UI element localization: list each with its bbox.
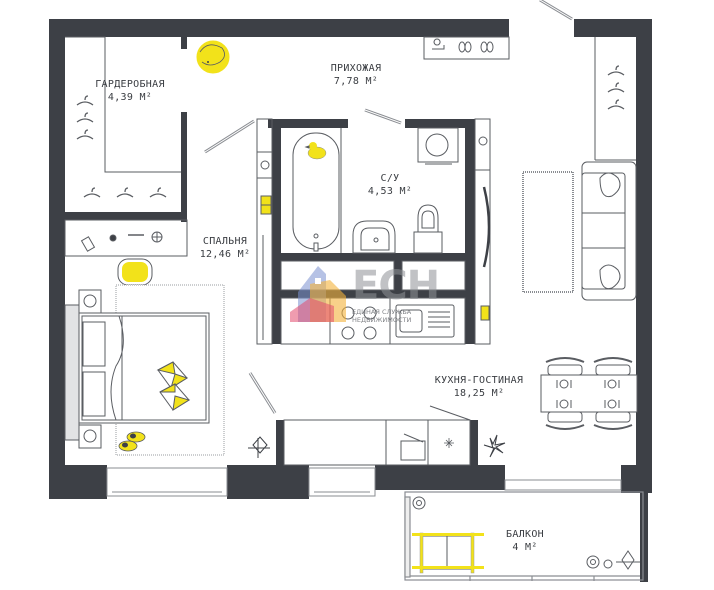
plant-icon <box>248 434 506 458</box>
room-area: 7,78 М² <box>333 76 379 87</box>
hanger-icon <box>607 65 625 110</box>
room-area: 4,53 М² <box>367 186 413 197</box>
room-area: 18,25 М² <box>453 388 505 399</box>
armchair-icon <box>117 258 153 286</box>
house-logo-icon <box>290 266 346 322</box>
agency-logo: ЕСН ЕДИНАЯ СЛУЖБА НЕДВИЖИМОСТИ <box>290 262 440 332</box>
dog-bed-icon <box>195 39 231 75</box>
room-name: ПРИХОЖАЯ <box>330 63 382 74</box>
room-label-hallway: ПРИХОЖАЯ 7,78 М² <box>314 62 398 88</box>
entrance-wardrobe <box>594 37 636 161</box>
sink-icon <box>352 220 396 254</box>
room-name: СПАЛЬНЯ <box>202 236 248 247</box>
room-label-wardrobe: ГАРДЕРОБНАЯ 4,39 М² <box>80 78 180 104</box>
toilet-icon <box>413 204 443 254</box>
room-name: С/У <box>380 173 400 184</box>
room-label-balcony: БАЛКОН 4 М² <box>490 528 560 554</box>
pillow-icon <box>156 361 191 411</box>
room-label-bathroom: С/У 4,53 М² <box>355 172 425 198</box>
walls <box>49 19 652 582</box>
logo-subtitle: ЕДИНАЯ СЛУЖБА НЕДВИЖИМОСТИ <box>352 308 412 324</box>
room-area: 12,46 М² <box>199 249 251 260</box>
room-area: 4,39 М² <box>107 92 153 103</box>
bedroom-shelf <box>64 219 188 257</box>
kitchen-counter <box>283 405 471 466</box>
plant-icon <box>412 496 640 570</box>
room-label-bedroom: СПАЛЬНЯ 12,46 М² <box>190 235 260 261</box>
hallway-cabinet <box>474 118 491 345</box>
storage-column <box>256 118 273 345</box>
room-name: КУХНЯ-ГОСТИНАЯ <box>434 375 524 386</box>
plant-icon <box>83 429 97 443</box>
shoes-icon <box>423 36 510 60</box>
bed-icon <box>64 284 225 456</box>
logo-letters: ЕСН <box>352 263 440 309</box>
hanger-icon <box>76 95 167 198</box>
room-area: 4 М² <box>512 542 538 553</box>
dining-table-icon <box>540 357 638 430</box>
rubber-duck-icon <box>304 142 327 160</box>
kitchen-sink-icon <box>395 304 455 338</box>
room-name: БАЛКОН <box>506 529 544 540</box>
rug-icon <box>522 171 574 293</box>
slippers-icon <box>118 431 146 452</box>
plant-icon <box>83 294 97 308</box>
sofa-icon <box>581 161 637 301</box>
living-room-furniture <box>522 161 637 301</box>
room-label-kitchen-living: КУХНЯ-ГОСТИНАЯ 18,25 М² <box>424 374 534 400</box>
windows <box>106 467 622 497</box>
washing-machine-icon <box>417 127 459 165</box>
bathroom-fixtures <box>292 127 459 254</box>
chair-icon <box>545 357 633 430</box>
wardrobe-furniture <box>65 36 181 198</box>
room-name: ГАРДЕРОБНАЯ <box>95 79 165 90</box>
balcony <box>404 491 644 581</box>
balcony-bench-icon <box>412 532 484 574</box>
